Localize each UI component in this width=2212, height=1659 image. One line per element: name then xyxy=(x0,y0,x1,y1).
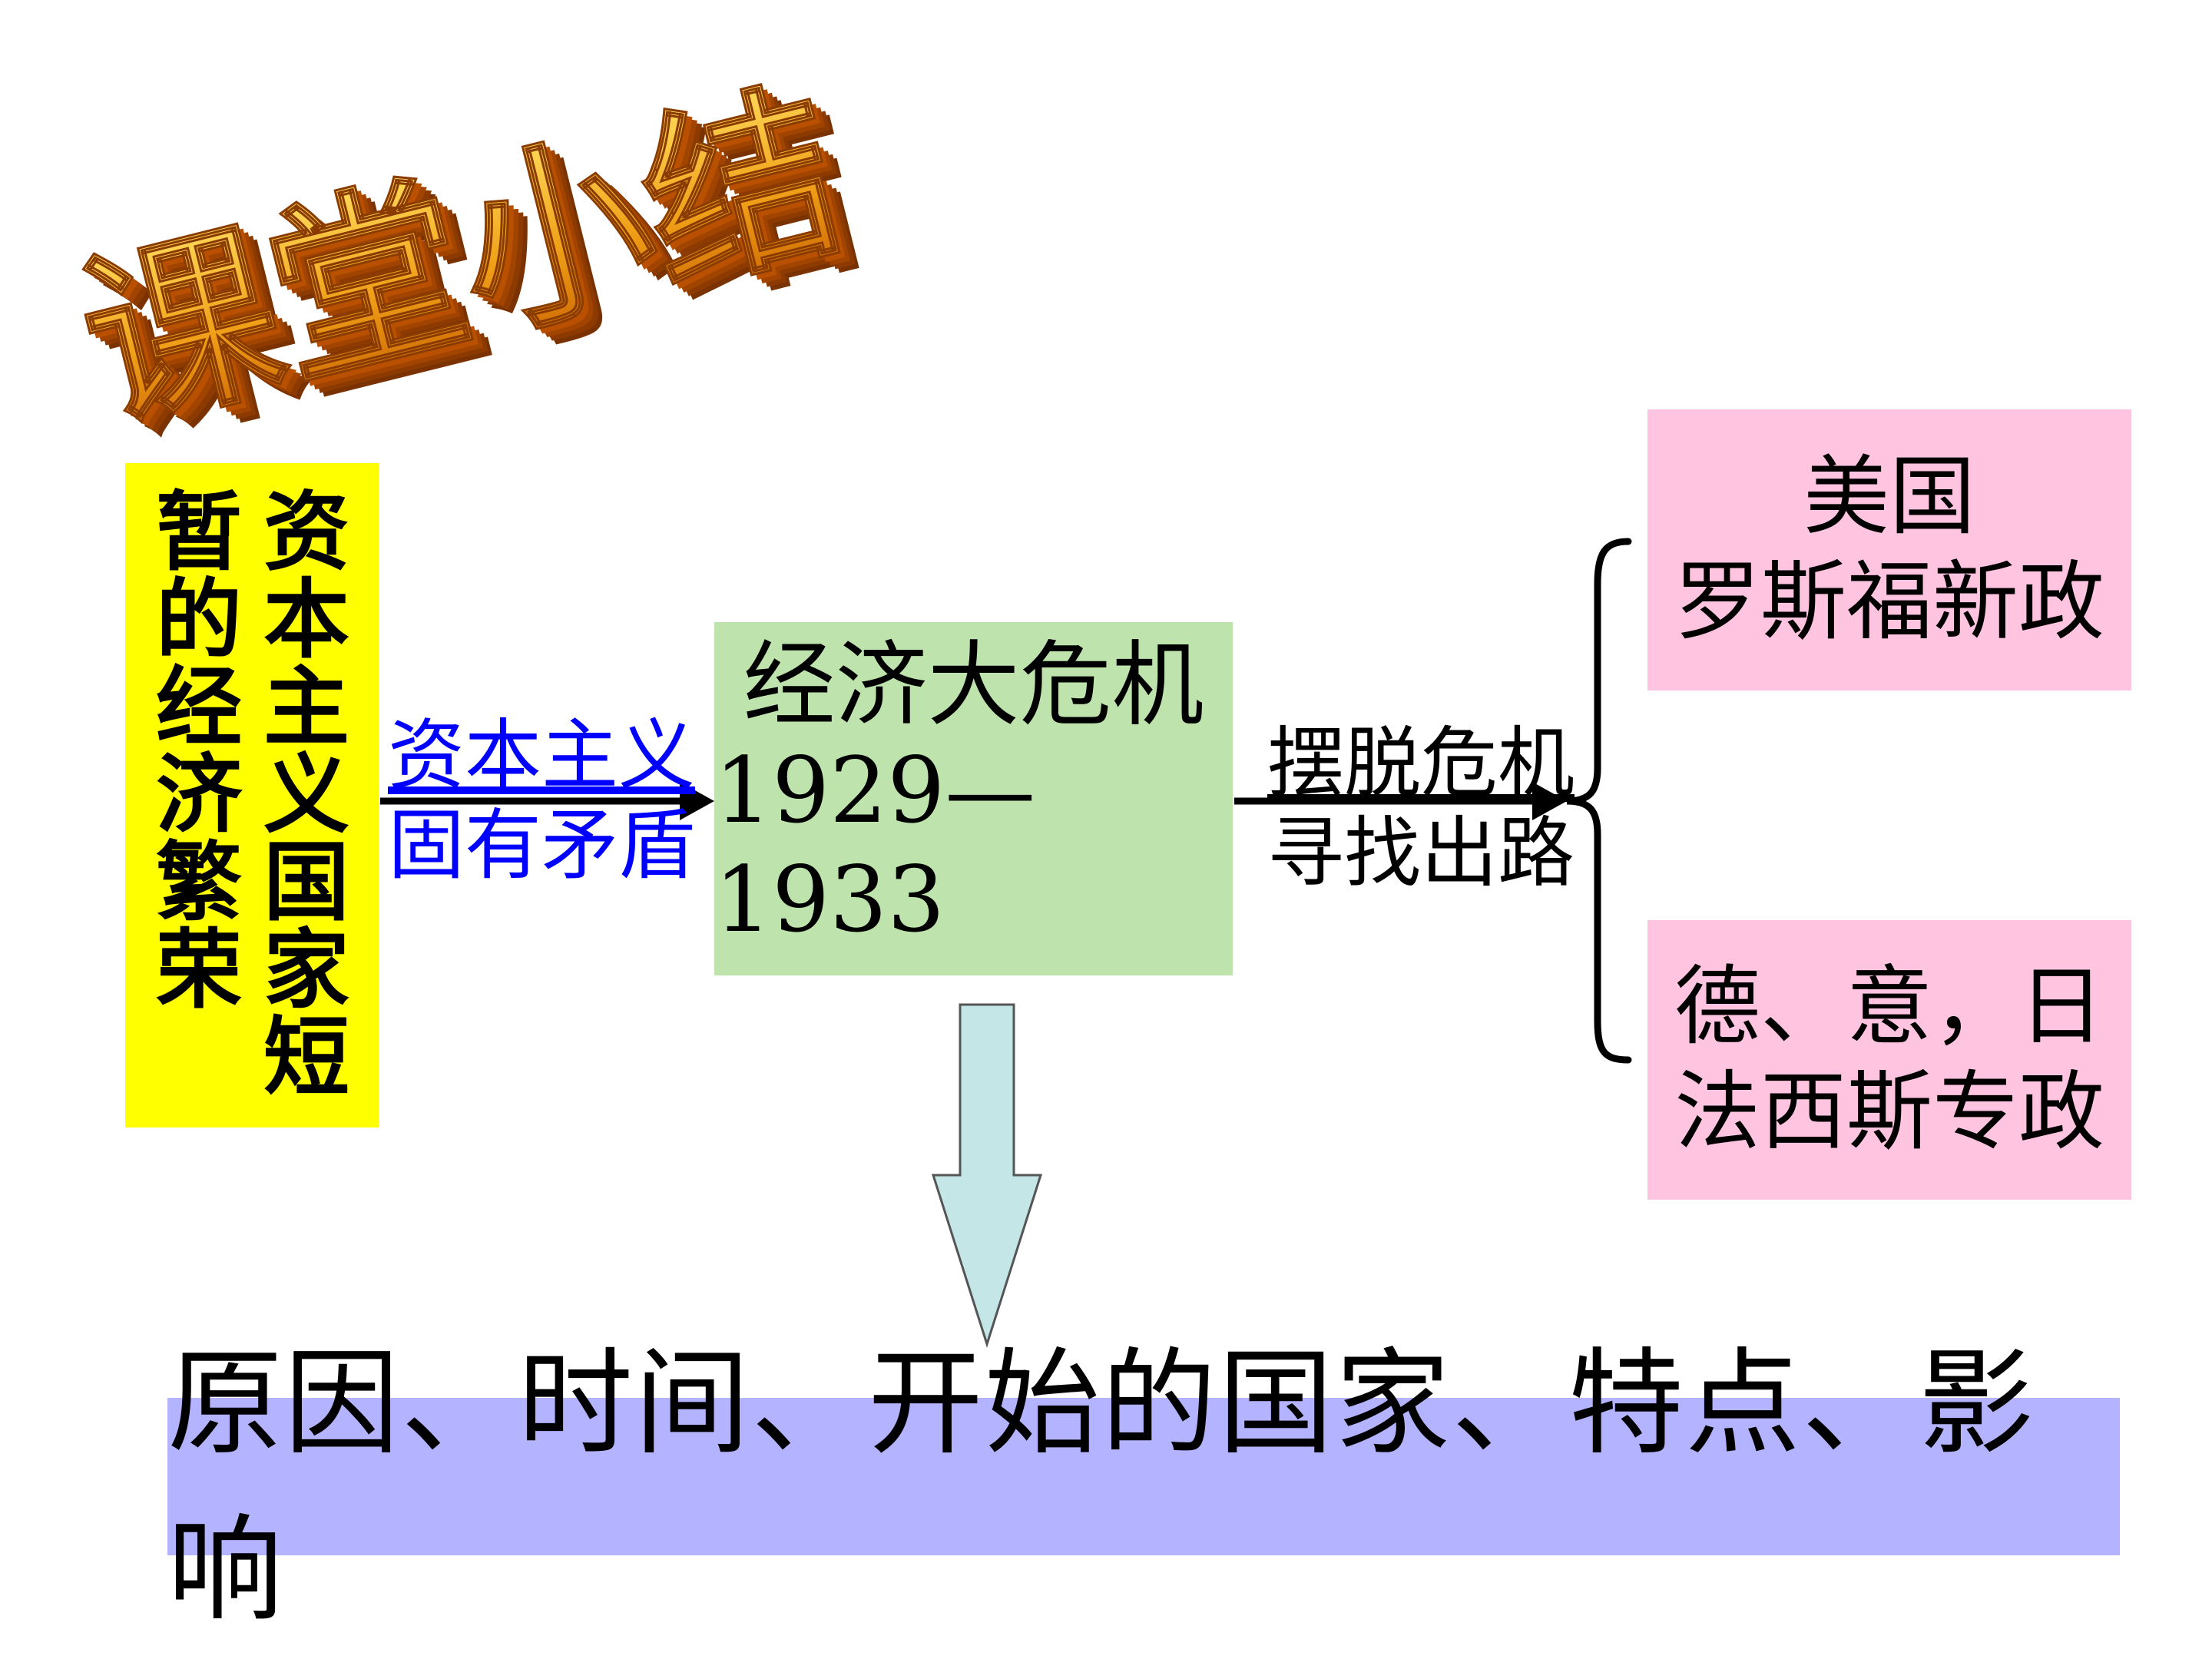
cause-label-line1: 资本主义 xyxy=(388,710,695,800)
title-wordart: 课堂小结 课堂小结 课堂小结 课堂小结 课堂小结 xyxy=(61,46,882,477)
prosperity-column-1: 资本主义国家短 xyxy=(249,486,349,1099)
crisis-years: 1929—1933 xyxy=(714,737,1036,952)
outcome-fascism-line1: 德、意，日 xyxy=(1674,957,2104,1058)
slide-title: 课堂小结 xyxy=(62,58,862,461)
outcomes-brace xyxy=(1566,538,1632,1064)
outcome-usa-box: 美国 罗斯福新政 xyxy=(1647,409,2131,690)
down-arrow xyxy=(931,1003,1043,1348)
summary-text: 原因、时间、开始的国家、特点、影响 xyxy=(167,1336,2036,1637)
prosperity-column-2: 暂的经济繁荣 xyxy=(141,486,241,1012)
prosperity-box: 资本主义国家短 暂的经济繁荣 xyxy=(125,463,379,1128)
cause-label: 资本主义 固有矛盾 xyxy=(388,710,695,890)
summary-box: 原因、时间、开始的国家、特点、影响 xyxy=(167,1337,2120,1637)
outcome-usa-line1: 美国 xyxy=(1803,447,1975,548)
outcome-usa-line2: 罗斯福新政 xyxy=(1674,552,2104,652)
solution-label-line2: 寻找出路 xyxy=(1267,808,1575,898)
outcome-fascism-box: 德、意，日 法西斯专政 xyxy=(1647,920,2131,1200)
solution-label-line1: 摆脱危机 xyxy=(1267,718,1575,808)
crisis-title: 经济大危机 xyxy=(743,632,1204,740)
solution-label: 摆脱危机 寻找出路 xyxy=(1267,718,1575,898)
title-wordart-svg: 课堂小结 课堂小结 课堂小结 课堂小结 课堂小结 xyxy=(61,58,882,477)
cause-label-line2: 固有矛盾 xyxy=(388,800,695,890)
crisis-box: 经济大危机 1929—1933 xyxy=(714,622,1233,975)
outcome-fascism-line2: 法西斯专政 xyxy=(1674,1062,2104,1162)
